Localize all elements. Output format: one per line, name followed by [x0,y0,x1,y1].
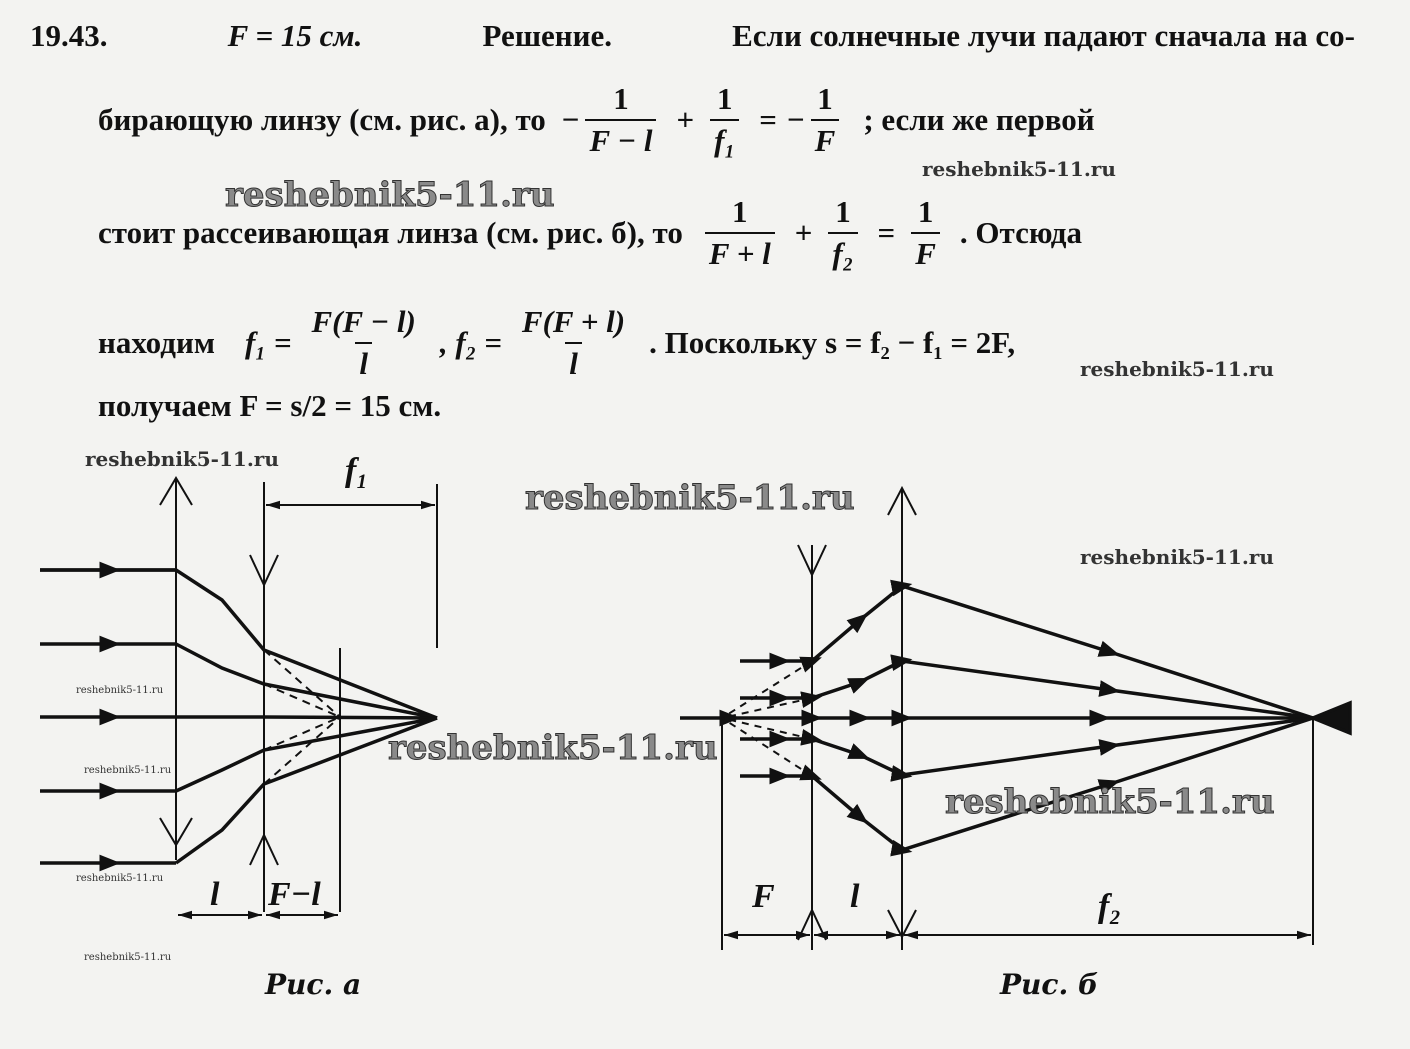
line-5: получаем F = s/2 = 15 см. [98,388,451,424]
numerator: 1 [835,194,851,229]
dashed-extensions [263,649,341,785]
lens-arrow-down [887,909,917,940]
dashed-extensions [721,660,813,777]
denominator: f₂ [828,232,858,272]
watermark: reshebnik5-11.ru [225,175,556,216]
denominator: l [565,342,582,382]
watermark: reshebnik5-11.ru [84,765,172,776]
denominator: F [911,232,940,272]
lens-arrow-up [887,485,917,516]
watermark: reshebnik5-11.ru [76,685,164,696]
plus-sign: + [794,215,813,250]
watermark: reshebnik5-11.ru [84,952,172,963]
lens-arrow-v [249,832,279,866]
caption-fig-b: Рис. б [1000,968,1099,1001]
line-3: стоит рассеивающая линза (см. рис. б), т… [98,188,1092,278]
solution-label: Решение. [482,18,612,53]
numerator: 1 [613,81,629,116]
watermark: reshebnik5-11.ru [1080,545,1274,569]
line1-text: Если солнечные лучи падают сначала на со… [732,18,1355,53]
rays-a [40,561,438,872]
watermark: reshebnik5-11.ru [76,873,164,884]
watermark: reshebnik5-11.ru [85,447,279,471]
fraction-f1: F(F − l)l [308,304,430,382]
minus-sign: − [561,102,580,137]
line4-head: находим [98,325,215,360]
figure-b [680,485,1352,950]
denominator: F [810,119,840,159]
line3-text: стоит рассеивающая линза (см. рис. б), т… [98,215,683,250]
line5-text: получаем F = s/2 = 15 см. [98,388,442,423]
denominator: F − l [585,119,657,159]
watermark: reshebnik5-11.ru [945,782,1276,823]
watermark: reshebnik5-11.ru [1080,357,1274,381]
caption-fig-a: Рис. а [265,968,362,1001]
numerator: F(F − l) [311,304,416,339]
watermark: reshebnik5-11.ru [922,157,1116,181]
denominator: F + l [704,232,775,272]
equals-sign: = [759,102,777,137]
label-l: l [210,876,220,913]
line4-tail: . Поскольку s = f₂ − f₁ = 2F, [649,325,1016,360]
line-4: находим f₁ = F(F − l)l , f₂ = F(F + l)l … [98,298,1025,388]
lens-arrow-v [797,907,827,941]
numerator: 1 [917,194,934,229]
label-l: l [850,878,860,915]
watermark: reshebnik5-11.ru [525,478,856,519]
given: F = 15 см. [227,18,363,53]
denominator: f₁ [710,119,740,159]
plus-sign: + [676,102,695,137]
label-f2: f₂ [1098,888,1122,925]
lens-arrow-up [159,476,193,506]
numerator: 1 [732,194,748,229]
label-F: F [752,878,775,915]
f1-lhs: f₁ = [244,325,292,360]
numerator: F(F + l) [521,304,626,339]
minus-sign: − [786,102,805,137]
line-1: 19.43. F = 15 см. Решение. Если солнечны… [30,18,1365,54]
lens-arrow-down [159,817,193,847]
lens-arrow-v [797,544,827,578]
fraction-f2: F(F + l)l [518,304,639,382]
equals-sign: = [877,215,896,250]
numerator: 1 [716,81,733,116]
line2-tail: ; если же первой [863,102,1095,137]
line2-text: бирающую линзу (см. рис. а), то [98,102,546,137]
line3-tail: . Отсюда [959,215,1082,250]
figure-a [40,476,438,920]
problem-number: 19.43. [30,18,108,53]
label-F-minus-l: F−l [268,876,321,913]
watermark: reshebnik5-11.ru [388,728,719,769]
rays-b [680,579,1352,857]
numerator: 1 [817,81,833,116]
denominator: l [355,342,372,382]
lens-arrow-v [249,554,279,588]
f2-lhs: , f₂ = [439,325,502,360]
label-f1: f₁ [345,452,369,489]
